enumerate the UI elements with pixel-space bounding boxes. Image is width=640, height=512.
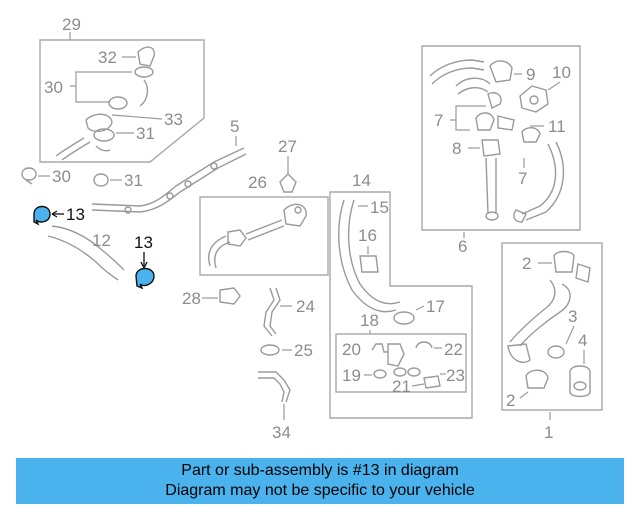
label-23: 23 [446, 366, 465, 385]
part-5: 5 [91, 117, 247, 214]
group-14-box [329, 191, 473, 419]
label-9: 9 [526, 65, 535, 84]
part-24: 24 [263, 287, 315, 337]
label-17: 17 [426, 297, 445, 316]
group-18-box [335, 333, 467, 393]
group-6-box [421, 45, 581, 231]
label-13b: 13 [134, 233, 153, 252]
label-5: 5 [230, 117, 239, 136]
part-28: 28 [182, 287, 241, 308]
label-30b: 30 [52, 167, 71, 186]
label-33: 33 [164, 110, 183, 129]
label-12: 12 [92, 231, 111, 250]
group-29-box [39, 39, 205, 163]
label-14: 14 [352, 171, 371, 190]
group-1-box [501, 242, 603, 411]
group-1: 1 2 3 4 2 [501, 242, 603, 442]
label-30a: 30 [44, 78, 63, 97]
label-31a: 31 [136, 124, 155, 143]
label-22: 22 [444, 340, 463, 359]
group-14: 14 15 16 17 18 20 22 19 23 21 [329, 171, 473, 419]
banner-line-2: Diagram may not be specific to your vehi… [165, 482, 475, 499]
label-2b: 2 [506, 391, 515, 410]
label-18: 18 [360, 311, 379, 330]
part-27: 27 [278, 137, 297, 193]
label-7b: 7 [518, 169, 527, 188]
label-2a: 2 [522, 254, 531, 273]
label-16: 16 [358, 226, 377, 245]
label-7a: 7 [434, 111, 443, 130]
label-32: 32 [98, 48, 117, 67]
label-29: 29 [62, 15, 81, 34]
label-34: 34 [272, 423, 291, 442]
part-25: 25 [260, 341, 313, 360]
group-29: 29 32 30 33 31 [39, 15, 205, 163]
label-13a: 13 [66, 205, 85, 224]
label-31b: 31 [124, 171, 143, 190]
label-28: 28 [182, 289, 201, 308]
label-4: 4 [578, 331, 587, 350]
group-6: 6 9 10 7 11 8 7 [421, 45, 581, 256]
label-27: 27 [278, 137, 297, 156]
part-12: 12 [47, 225, 125, 281]
part-13-lower[interactable]: 13 [134, 233, 155, 290]
label-3: 3 [568, 307, 577, 326]
info-banner: Part or sub-assembly is #13 in diagram D… [16, 458, 624, 504]
label-26: 26 [248, 173, 267, 192]
label-11: 11 [548, 117, 566, 136]
part-34: 34 [258, 371, 291, 442]
label-20: 20 [342, 340, 361, 359]
group-26: 26 [199, 173, 329, 276]
label-10: 10 [552, 63, 571, 82]
label-6: 6 [458, 237, 467, 256]
part-13-clamp-upper[interactable] [33, 205, 51, 226]
label-25: 25 [294, 341, 313, 360]
label-21: 21 [392, 377, 411, 396]
banner-line-1: Part or sub-assembly is #13 in diagram [181, 462, 459, 479]
label-8: 8 [452, 139, 461, 158]
part-13-upper[interactable]: 13 [33, 205, 85, 226]
label-24: 24 [296, 297, 315, 316]
group-26-box [199, 196, 329, 276]
part-30-31-loose: 30 31 [21, 167, 143, 190]
label-19: 19 [342, 366, 361, 385]
label-1: 1 [544, 423, 553, 442]
part-13-clamp-lower[interactable] [135, 267, 155, 290]
label-15: 15 [370, 198, 389, 217]
